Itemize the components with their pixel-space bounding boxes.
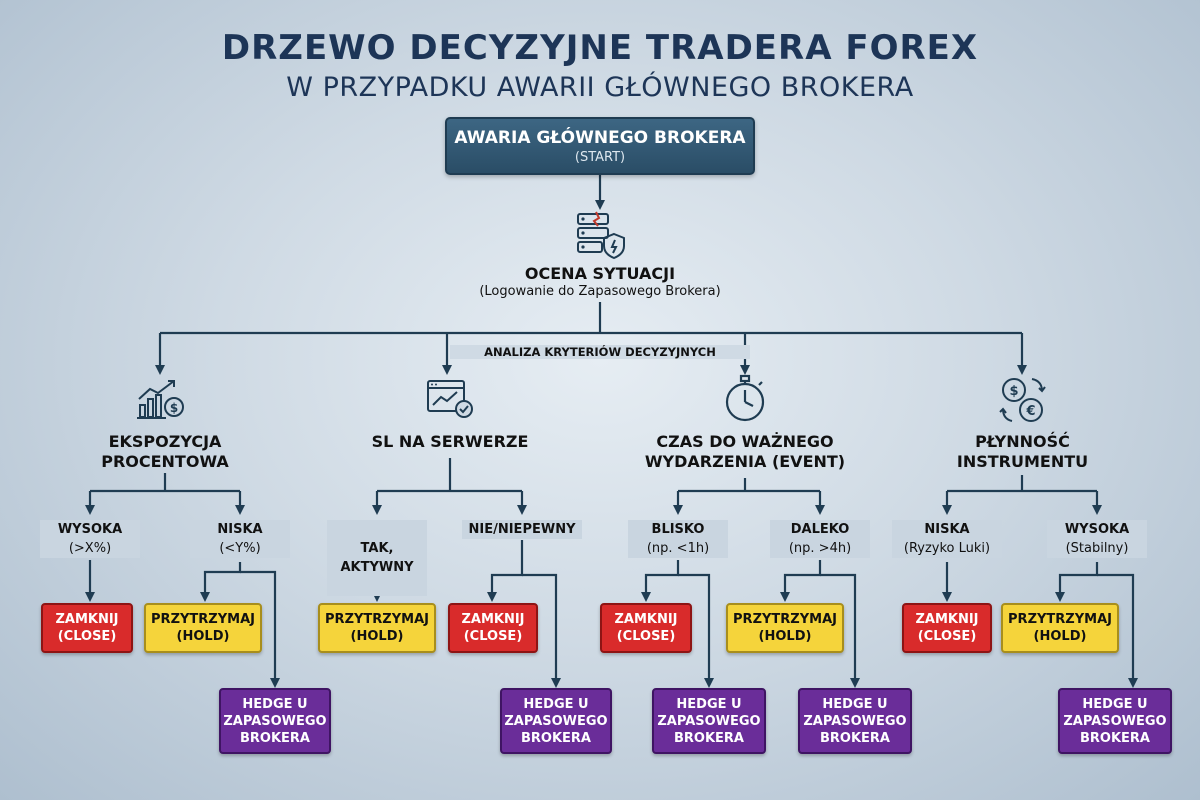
currency-exchange-icon: $ €	[999, 378, 1046, 422]
action-hedge: HEDGE U ZAPASOWEGO BROKERA	[500, 688, 612, 754]
page-title: DRZEWO DECYZYJNE TRADERA FOREX	[221, 28, 979, 68]
action-hold: PRZYTRZYMAJ (HOLD)	[318, 603, 436, 653]
action-hedge: HEDGE U ZAPASOWEGO BROKERA	[798, 688, 912, 754]
branch-label: BLISKO(np. <1h)	[628, 520, 728, 558]
action-hedge: HEDGE U ZAPASOWEGO BROKERA	[219, 688, 331, 754]
branch-label: WYSOKA(Stabilny)	[1047, 520, 1147, 558]
criteria-label: ANALIZA KRYTERIÓW DECYZYJNYCH	[450, 345, 750, 359]
criterion-title-sl: SL NA SERWERZE	[371, 432, 529, 451]
action-hold: PRZYTRZYMAJ (HOLD)	[726, 603, 844, 653]
action-close: ZAMKNIJ (CLOSE)	[41, 603, 133, 653]
branch-label: WYSOKA(>X%)	[40, 520, 140, 558]
svg-text:$: $	[170, 401, 178, 415]
action-close: ZAMKNIJ (CLOSE)	[600, 603, 692, 653]
action-hold: PRZYTRZYMAJ (HOLD)	[1001, 603, 1119, 653]
action-hold: PRZYTRZYMAJ (HOLD)	[144, 603, 262, 653]
assessment-title: OCENA SYTUACJI	[524, 264, 676, 283]
start-subtitle: (START)	[574, 150, 626, 165]
action-close: ZAMKNIJ (CLOSE)	[448, 603, 538, 653]
server-shield-icon	[577, 211, 625, 260]
assessment-subtitle: (Logowanie do Zapasowego Brokera)	[479, 284, 721, 299]
branch-label: NISKA(Ryzyko Luki)	[892, 520, 1002, 558]
start-box: AWARIA GŁÓWNEGO BROKERA (START)	[445, 117, 755, 175]
branch-label: DALEKO(np. >4h)	[770, 520, 870, 558]
start-title: AWARIA GŁÓWNEGO BROKERA	[454, 128, 746, 148]
branch-label: NISKA(<Y%)	[190, 520, 290, 558]
server-check-icon	[427, 380, 473, 418]
action-hedge: HEDGE U ZAPASOWEGO BROKERA	[652, 688, 766, 754]
action-close: ZAMKNIJ (CLOSE)	[902, 603, 992, 653]
chart-dollar-icon: $	[137, 380, 184, 419]
criterion-title-exposure: EKSPOZYCJA PROCENTOWA	[101, 432, 229, 471]
page-subtitle: W PRZYPADKU AWARII GŁÓWNEGO BROKERA	[286, 72, 914, 103]
svg-text:$: $	[1009, 384, 1018, 399]
branch-label: NIE/NIEPEWNY	[462, 520, 582, 539]
action-hedge: HEDGE U ZAPASOWEGO BROKERA	[1058, 688, 1172, 754]
criterion-title-liquidity: PŁYNNOŚĆ INSTRUMENTU	[956, 432, 1089, 471]
criterion-title-event: CZAS DO WAŻNEGO WYDARZENIA (EVENT)	[644, 432, 846, 471]
svg-text:€: €	[1025, 404, 1035, 419]
stopwatch-icon	[725, 374, 765, 422]
branch-label: TAK, AKTYWNY	[327, 520, 427, 596]
